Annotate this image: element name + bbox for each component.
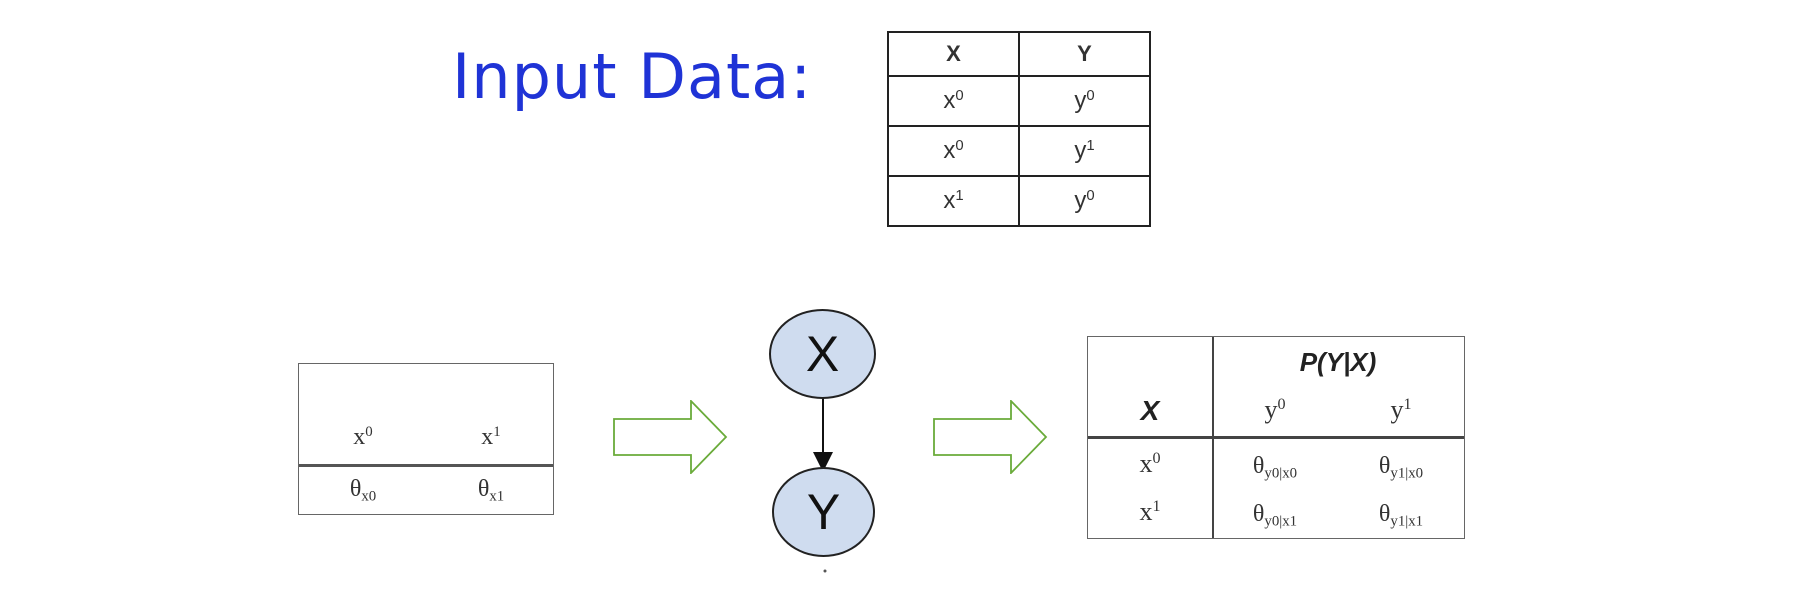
table-row: x1 y0 (889, 175, 1149, 225)
cpd-param-y1-x1: θy1|x1 (1378, 501, 1424, 530)
cell-y: y1 (1018, 125, 1149, 178)
cell-y: y0 (1018, 175, 1149, 225)
input-data-title: Input Data: (452, 40, 813, 113)
cpd-param-y0-x0: θy0|x0 (1252, 453, 1298, 482)
prior-divider (299, 464, 553, 467)
input-data-table: X Y x0 y0 x0 y1 x1 y0 (887, 31, 1151, 227)
cpd-col-header-y0: y0 (1264, 395, 1286, 424)
graph-edge (813, 398, 833, 573)
cell-x: x0 (889, 125, 1020, 178)
node-y: Y (772, 467, 875, 557)
cell-y: y0 (1018, 74, 1149, 128)
cell-x: x1 (889, 175, 1020, 225)
column-header-y: Y (1018, 33, 1149, 77)
prior-header-x0: x0 (353, 423, 373, 450)
cpd-table: P(Y|X) X y0 y1 x0 x1 θy0|x0 θy1|x0 θy0|x… (1087, 336, 1465, 539)
cell-x: x0 (889, 74, 1020, 128)
prior-param-x1: θx1 (477, 476, 505, 505)
cpd-row-label-x0: x0 (1139, 449, 1161, 478)
cpd-row-label-x1: x1 (1139, 497, 1161, 526)
node-x: X (769, 309, 876, 399)
prior-header-x1: x1 (481, 423, 501, 450)
prior-parameter-table: x0 x1 θx0 θx1 (298, 363, 554, 515)
dot-mark (823, 569, 827, 573)
column-header-x: X (889, 33, 1020, 77)
right-arrow-icon (613, 400, 728, 474)
table-header-row: X Y (889, 33, 1149, 77)
right-arrow-icon (933, 400, 1048, 474)
cpd-row-header: X (1140, 395, 1160, 426)
cpd-col-header-y1: y1 (1390, 395, 1412, 424)
table-row: x0 y0 (889, 74, 1149, 128)
prior-param-x0: θx0 (349, 476, 377, 505)
cpd-title: P(Y|X) (1299, 347, 1377, 377)
table-row: x0 y1 (889, 125, 1149, 178)
cpd-horizontal-divider (1088, 436, 1464, 439)
cpd-param-y1-x0: θy1|x0 (1378, 453, 1424, 482)
cpd-param-y0-x1: θy0|x1 (1252, 501, 1298, 530)
